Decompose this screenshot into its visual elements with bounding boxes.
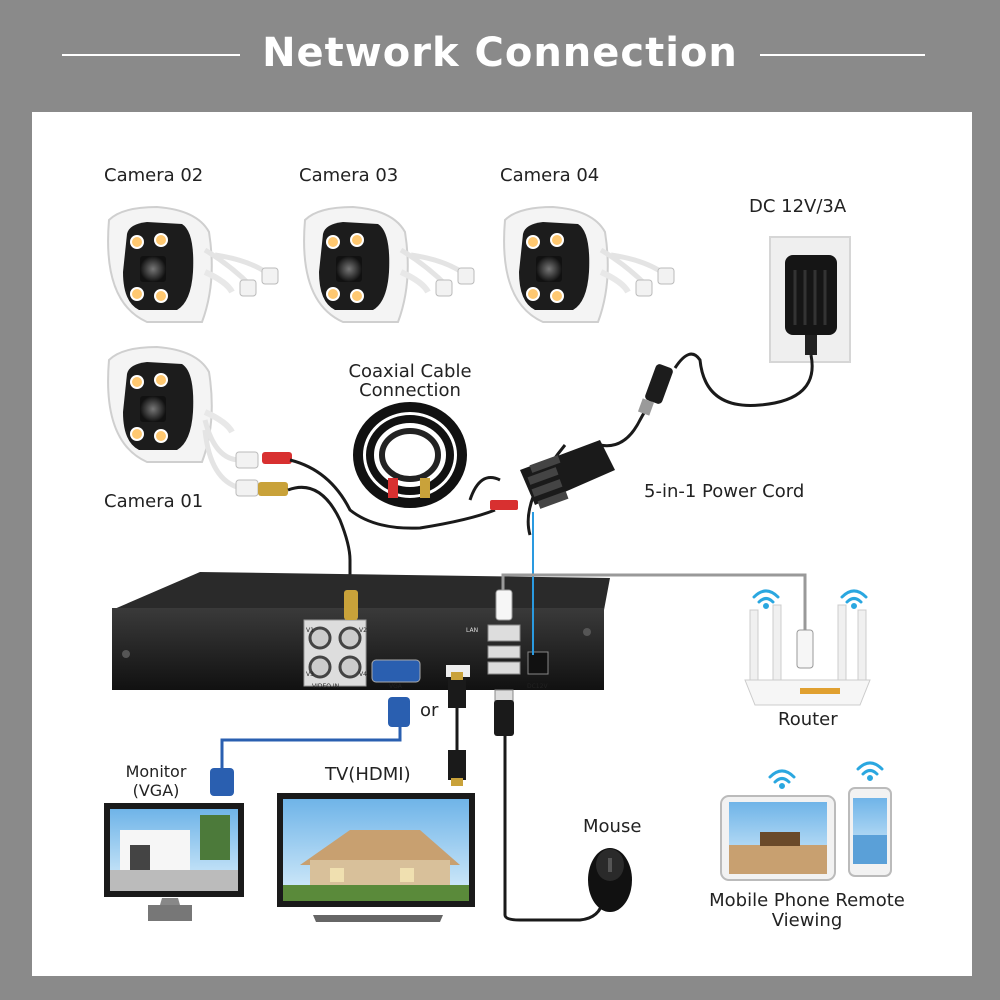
wifi-icons bbox=[752, 589, 884, 789]
bnc-plug bbox=[344, 590, 358, 620]
title-left-rule bbox=[62, 54, 240, 56]
vga-port-label: VGA bbox=[389, 683, 402, 690]
lan-port-label: LAN bbox=[466, 627, 479, 634]
vga-cable bbox=[210, 697, 410, 796]
router bbox=[744, 604, 871, 706]
power-splitter bbox=[490, 440, 615, 510]
coaxial-cable-coil bbox=[353, 402, 467, 508]
camera-02 bbox=[108, 207, 279, 322]
lan-cable bbox=[495, 573, 814, 669]
monitor bbox=[104, 803, 244, 921]
dvr-recorder bbox=[112, 572, 610, 690]
page-title: Network Connection bbox=[262, 30, 738, 76]
v4-port-label: V4 bbox=[359, 671, 367, 678]
router-label: Router bbox=[778, 709, 838, 730]
video-in-port-label: VIDEO IN bbox=[312, 683, 340, 690]
dc-label: DC 12V/3A bbox=[749, 196, 847, 217]
camera-01-connectors bbox=[258, 452, 292, 496]
camera-01 bbox=[108, 347, 259, 497]
or-label: or bbox=[420, 700, 439, 721]
title-row: Network Connection bbox=[0, 20, 1000, 90]
camera-04-label: Camera 04 bbox=[500, 165, 600, 186]
camera-02-label: Camera 02 bbox=[104, 165, 204, 186]
tv bbox=[277, 793, 475, 922]
mouse bbox=[588, 848, 632, 912]
power-cord-label: 5-in-1 Power Cord bbox=[644, 481, 805, 502]
camera-01-label: Camera 01 bbox=[104, 491, 204, 512]
dc-plug bbox=[637, 364, 673, 416]
monitor-label: Monitor (VGA) bbox=[125, 762, 187, 800]
camera-03 bbox=[304, 207, 475, 322]
tv-label: TV(HDMI) bbox=[325, 764, 411, 785]
mouse-label: Mouse bbox=[583, 816, 642, 837]
phone bbox=[848, 787, 892, 877]
dc-power-adapter bbox=[769, 236, 851, 363]
title-right-rule bbox=[760, 54, 925, 56]
camera-03-label: Camera 03 bbox=[299, 165, 399, 186]
mobile-label: Mobile Phone Remote Viewing bbox=[709, 890, 905, 931]
v3-port-label: V3 bbox=[306, 671, 314, 678]
v1-port-label: V1 bbox=[306, 627, 314, 634]
dc12v-port-label: DC12V bbox=[527, 683, 548, 690]
hdmi-cable bbox=[448, 672, 466, 786]
v2-port-label: V2 bbox=[359, 627, 367, 634]
usb-cable bbox=[494, 689, 514, 736]
camera-04 bbox=[504, 207, 675, 322]
tablet bbox=[720, 795, 836, 881]
coaxial-label: Coaxial Cable Connection bbox=[348, 361, 472, 401]
